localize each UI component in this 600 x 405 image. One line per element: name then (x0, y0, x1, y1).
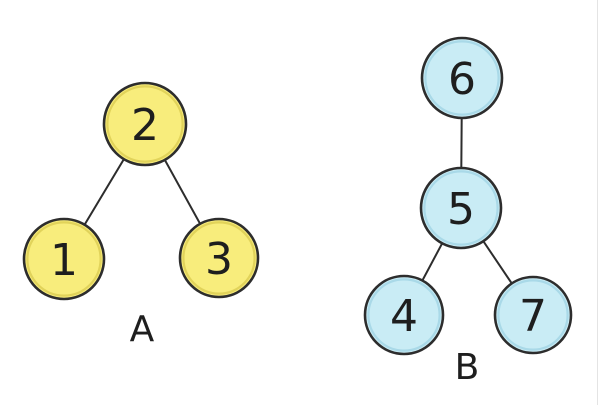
node-a-2: 2 (102, 81, 188, 167)
node-circle (102, 81, 188, 167)
node-b-6: 6 (420, 36, 504, 120)
node-inner-rim (497, 279, 569, 351)
tree-b: 6 5 4 7 B (363, 36, 573, 388)
node-inner-rim (367, 278, 441, 352)
node-circle (493, 275, 573, 355)
node-b-4: 4 (363, 274, 445, 356)
node-inner-rim (423, 170, 499, 246)
node-inner-rim (424, 40, 500, 116)
node-a-3: 3 (178, 217, 260, 299)
node-a-1: 1 (22, 217, 106, 301)
node-inner-rim (182, 221, 256, 295)
tree-a-label: A (130, 309, 155, 350)
node-circle (178, 217, 260, 299)
node-value: 6 (448, 54, 476, 105)
node-circle (420, 36, 504, 120)
node-inner-rim (26, 221, 102, 297)
tree-a: 2 1 3 A (22, 81, 260, 350)
node-circle (363, 274, 445, 356)
node-circle (22, 217, 106, 301)
node-b-7: 7 (493, 275, 573, 355)
node-value: 7 (519, 291, 547, 342)
node-value: 4 (390, 291, 418, 342)
node-inner-rim (106, 85, 184, 163)
node-b-5: 5 (419, 166, 503, 250)
node-circle (419, 166, 503, 250)
node-value: 3 (205, 234, 233, 285)
canvas-edge-line (597, 0, 598, 405)
tree-b-label: B (455, 347, 480, 388)
node-value: 1 (50, 235, 78, 286)
node-value: 5 (447, 184, 475, 235)
node-value: 2 (131, 100, 159, 151)
